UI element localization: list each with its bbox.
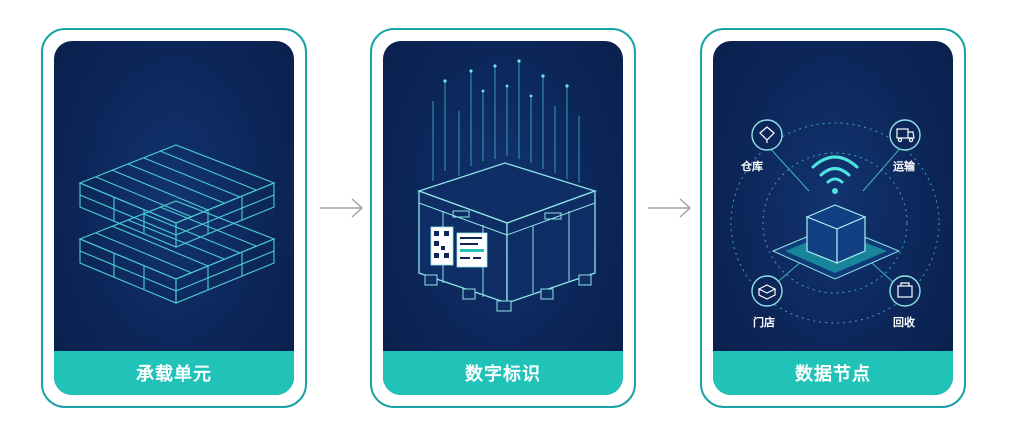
truck-icon (896, 128, 909, 139)
card-data-node: 仓库 运输 门店 回收 数据节点 (700, 28, 966, 408)
network-illustration: 仓库 运输 门店 回收 数据节点 (713, 41, 953, 395)
node-label-transport: 运输 (893, 160, 915, 173)
card-label: 承载单元 (54, 351, 294, 395)
node-label-warehouse: 仓库 (741, 160, 763, 173)
pallet-illustration: 承载单元 (54, 41, 294, 395)
recycle-bin-icon (897, 285, 913, 298)
card-carrier-unit: 承载单元 (41, 28, 307, 408)
store-icon (757, 284, 777, 300)
wifi-icon (811, 155, 859, 184)
iot-network-icon (730, 119, 940, 324)
node-label-store: 门店 (753, 316, 775, 329)
arrow-right-icon (320, 198, 364, 218)
card-digital-id: 数字标识 (370, 28, 636, 408)
node-label-recycle: 回收 (893, 316, 915, 329)
smart-container-icon (417, 59, 598, 312)
warehouse-icon (759, 126, 775, 143)
card-label: 数据节点 (713, 351, 953, 395)
container-illustration: 数字标识 (383, 41, 623, 395)
arrow-right-icon (648, 198, 692, 218)
card-label: 数字标识 (383, 351, 623, 395)
stacked-pallets-icon (78, 144, 276, 304)
